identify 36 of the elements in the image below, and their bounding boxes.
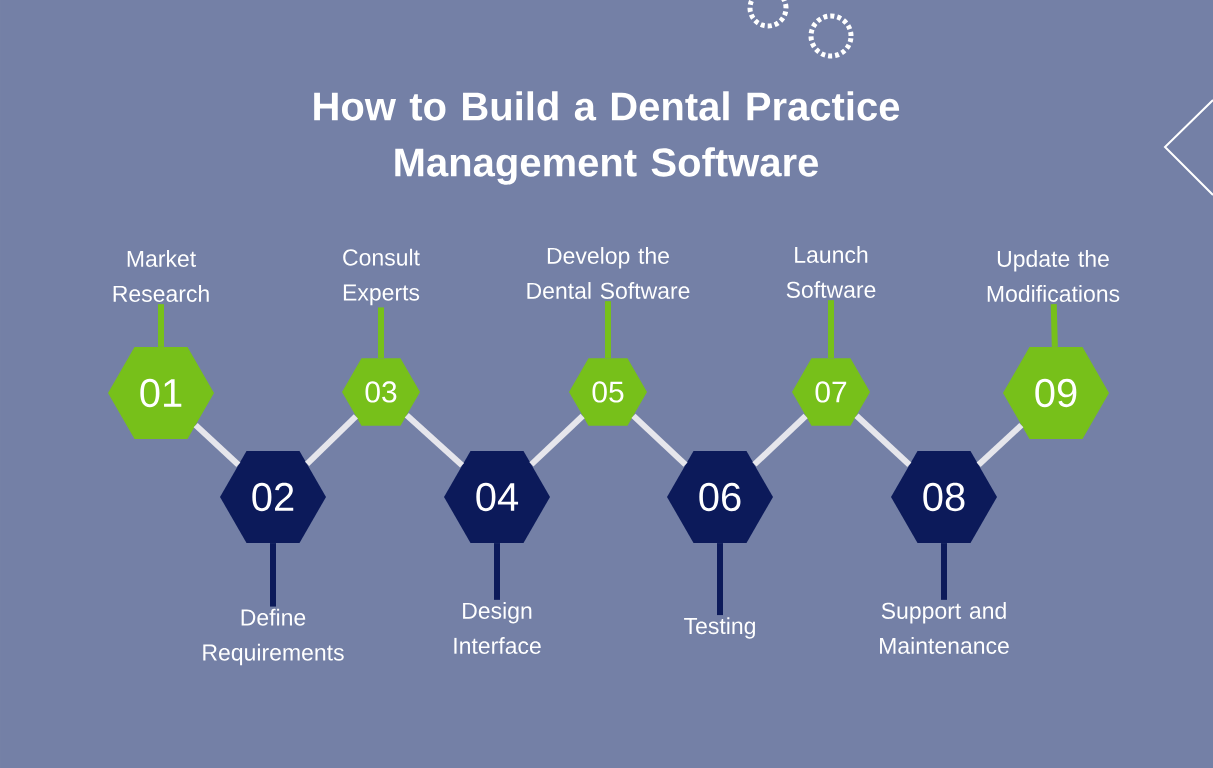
connector-line bbox=[529, 413, 585, 467]
hexagon: 08 bbox=[891, 451, 997, 543]
connector-line bbox=[305, 414, 358, 466]
hexagon: 03 bbox=[342, 358, 420, 426]
hexagon: 05 bbox=[569, 358, 647, 426]
step-label: Develop the Dental Software bbox=[527, 247, 690, 299]
leader-line bbox=[1050, 304, 1058, 347]
step-label: Launch Software bbox=[786, 246, 876, 298]
connector-line bbox=[854, 413, 912, 467]
connector-line bbox=[752, 413, 808, 467]
step-label: Define Requirements bbox=[203, 608, 344, 666]
leader-line bbox=[270, 543, 276, 607]
hexagon: 04 bbox=[444, 451, 550, 543]
leader-line bbox=[828, 300, 834, 358]
connector-line bbox=[631, 413, 688, 467]
leader-line bbox=[378, 307, 384, 358]
leader-line bbox=[494, 543, 500, 600]
leader-line bbox=[605, 301, 611, 358]
step-label: Design Interface bbox=[454, 602, 541, 654]
connector-line bbox=[193, 422, 241, 467]
step-label: Update the Modifications bbox=[987, 250, 1120, 302]
connector-line bbox=[404, 413, 465, 468]
step-label: Market Research bbox=[113, 250, 209, 302]
hexagon: 09 bbox=[1003, 347, 1109, 439]
hexagon: 07 bbox=[792, 358, 870, 426]
step-label: Support and Maintenance bbox=[880, 602, 1009, 654]
title: How to Build a Dental Practice Management Software bbox=[314, 91, 900, 185]
step-label: Consult Experts bbox=[343, 248, 420, 306]
hexagon: 06 bbox=[667, 451, 773, 543]
leader-line bbox=[717, 543, 723, 616]
step-label: Testing bbox=[684, 617, 755, 639]
leader-line bbox=[941, 543, 947, 600]
hexagon: 02 bbox=[220, 451, 326, 543]
hexagon: 01 bbox=[108, 347, 214, 439]
leader-line bbox=[158, 304, 164, 347]
connector-line bbox=[976, 422, 1024, 467]
